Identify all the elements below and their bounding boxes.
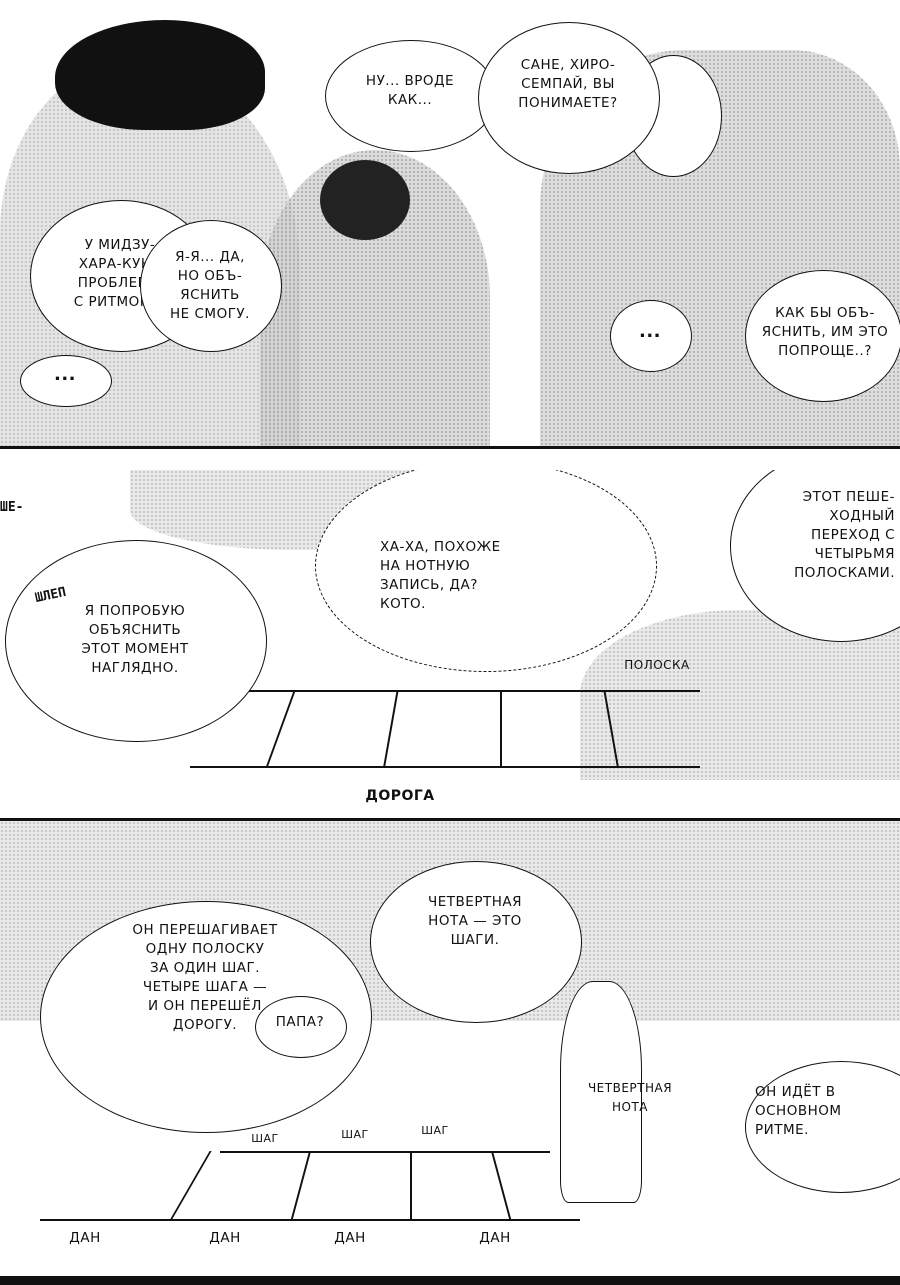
beat-label: ДАН	[69, 1230, 101, 1246]
speech-bubble	[745, 270, 900, 402]
ellipsis-text: ...	[53, 364, 76, 385]
panel-border	[0, 446, 900, 449]
speech-bubble	[745, 1061, 900, 1193]
panel-border	[0, 818, 900, 821]
crosswalk-stripe	[490, 1151, 512, 1219]
bubble-text: У МИДЗУ- ХАРА-КУНА ПРОБЛЕМЫ С РИТМОМ...	[73, 237, 167, 310]
beat-label: ДАН	[479, 1230, 511, 1246]
speech-bubble	[370, 861, 582, 1023]
page-bottom-bar	[0, 1276, 900, 1285]
figure-girl-hair	[320, 160, 410, 240]
crosswalk-drawing	[190, 690, 700, 770]
crosswalk-stripe	[383, 690, 399, 766]
bubble-text: ПАПА?	[275, 1014, 325, 1030]
figure-walking-man	[560, 981, 642, 1203]
bubble-text: НУ... ВРОДЕ КАК...	[365, 73, 455, 108]
speech-bubble-small	[255, 996, 347, 1058]
panel-steps-rhythm: ЧЕТВЕРТНАЯ НОТА — ЭТО ШАГИ. ОН ПЕРЕШАГИВ…	[0, 821, 900, 1276]
bubble-text: ОН ИДЁТ В ОСНОВНОМ РИТМЕ.	[755, 1084, 842, 1138]
crosswalk-bottom-edge	[190, 766, 700, 768]
beat-label: ДАН	[209, 1230, 241, 1246]
step-label: ШАГ	[421, 1124, 449, 1137]
speech-bubble-small	[20, 355, 112, 407]
crosswalk-stripe	[500, 690, 502, 766]
speech-bubble	[5, 540, 267, 742]
figure-man-hand	[580, 610, 900, 780]
beat-label: ДАН	[334, 1230, 366, 1246]
bubble-text: КАК БЫ ОБЪ- ЯСНИТЬ, ИМ ЭТО ПОПРОЩЕ..?	[761, 305, 889, 359]
thought-bubble	[315, 470, 657, 672]
crosswalk-top-edge	[220, 1151, 550, 1153]
speech-bubble-small	[610, 300, 692, 372]
ellipsis-text: ...	[638, 321, 661, 342]
bubble-text: ОН ПЕРЕШАГИВАЕТ ОДНУ ПОЛОСКУ ЗА ОДИН ШАГ…	[132, 922, 278, 1033]
crosswalk-stripe	[410, 1151, 412, 1219]
crosswalk-top-edge	[230, 690, 700, 692]
speech-bubble	[325, 40, 497, 152]
bubble-text: САНЕ, ХИРО- СЕМПАЙ, ВЫ ПОНИМАЕТЕ?	[518, 57, 618, 111]
bubble-text: Я-Я... ДА, НО ОБЪ- ЯСНИТЬ НЕ СМОГУ.	[170, 249, 250, 322]
label-stripe: ПОЛОСКА	[624, 658, 690, 672]
bubble-text: ХА-ХА, ПОХОЖЕ НА НОТНУЮ ЗАПИСЬ, ДА? КОТО…	[380, 539, 501, 612]
crosswalk-stripe	[290, 1151, 312, 1219]
panel-crosswalk-explanation: ХА-ХА, ПОХОЖЕ НА НОТНУЮ ЗАПИСЬ, ДА? КОТО…	[0, 470, 900, 780]
crosswalk-bottom-edge	[40, 1219, 580, 1221]
bubble-text: Я ПОПРОБУЮ ОБЪЯСНИТЬ ЭТОТ МОМЕНТ НАГЛЯДН…	[81, 603, 189, 676]
bubble-text: ЭТОТ ПЕШЕ- ХОДНЫЙ ПЕРЕХОД С ЧЕТЫРЬМЯ ПОЛ…	[794, 489, 895, 581]
speech-bubble	[478, 22, 660, 174]
panel-classroom: НУ... ВРОДЕ КАК... САНЕ, ХИРО- СЕМПАЙ, В…	[0, 0, 900, 446]
crosswalk-stripe	[170, 1151, 212, 1219]
crosswalk-steps	[40, 1121, 580, 1221]
label-quarter-note: ЧЕТВЕРТНАЯ НОТА	[587, 1081, 673, 1114]
speech-bubble	[140, 220, 282, 352]
figure-boy-hair	[55, 20, 265, 130]
crosswalk-stripe	[603, 690, 619, 766]
label-road: ДОРОГА	[365, 788, 435, 804]
sound-effect: ШЕ-	[0, 500, 24, 515]
crosswalk-stripe	[266, 690, 296, 766]
step-label: ШАГ	[341, 1128, 369, 1141]
step-label: ШАГ	[251, 1132, 279, 1145]
bubble-text: ЧЕТВЕРТНАЯ НОТА — ЭТО ШАГИ.	[428, 894, 522, 948]
